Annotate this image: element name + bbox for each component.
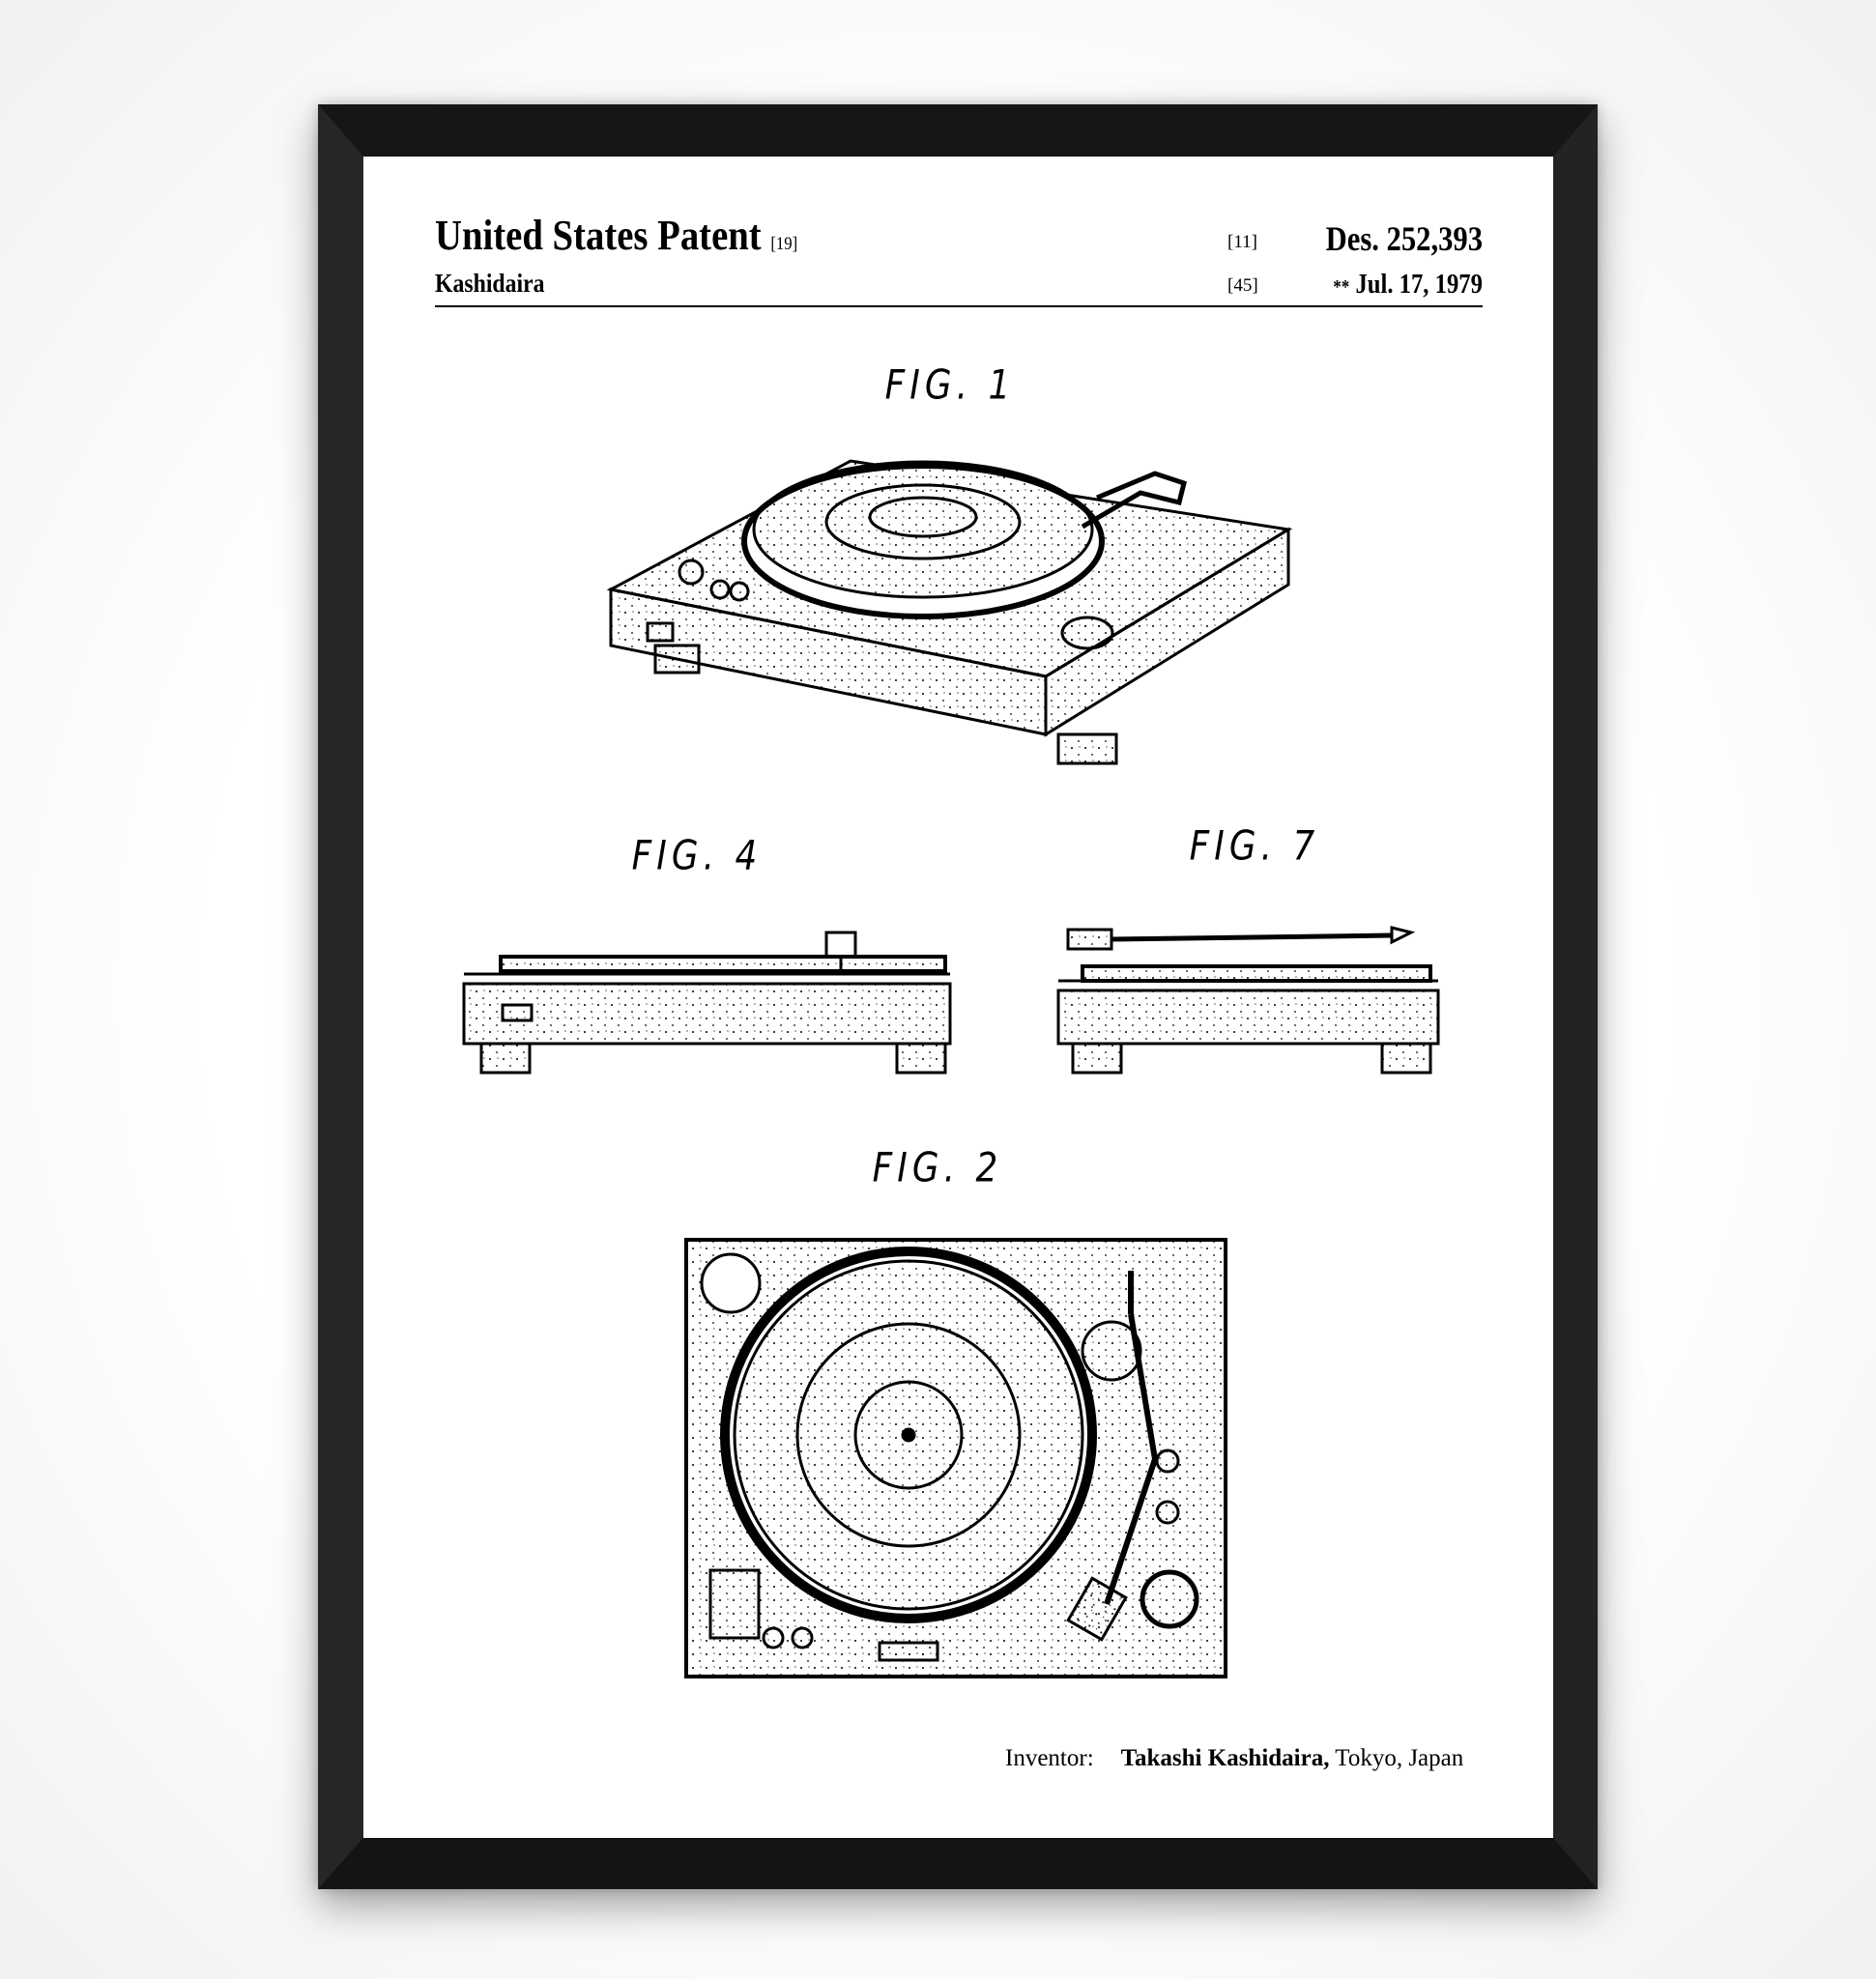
inventor-line: Inventor:Takashi Kashidaira, Tokyo, Japa… — [1005, 1745, 1464, 1771]
fig7-label: FIG. 7 — [1189, 821, 1320, 870]
fig1-label: FIG. 1 — [884, 360, 1016, 409]
date-ref: [45] — [1227, 275, 1258, 296]
header-rule — [435, 305, 1483, 307]
fig2-label: FIG. 2 — [872, 1143, 1003, 1191]
fig2-turntable-top-drawing — [684, 1238, 1227, 1678]
fig7-turntable-rear-drawing — [1056, 926, 1440, 1075]
inventor-surname: Kashidaira — [435, 269, 545, 298]
patent-ref: [11] — [1227, 232, 1257, 252]
fig4-label: FIG. 4 — [631, 831, 763, 879]
patent-date: ** Jul. 17, 1979 — [1333, 269, 1483, 300]
fig1-turntable-perspective-drawing — [606, 459, 1293, 765]
fig4-turntable-front-drawing — [462, 931, 952, 1075]
patent-number: Des. 252,393 — [1325, 219, 1483, 258]
patent-title: United States Patent [19] — [435, 212, 798, 259]
